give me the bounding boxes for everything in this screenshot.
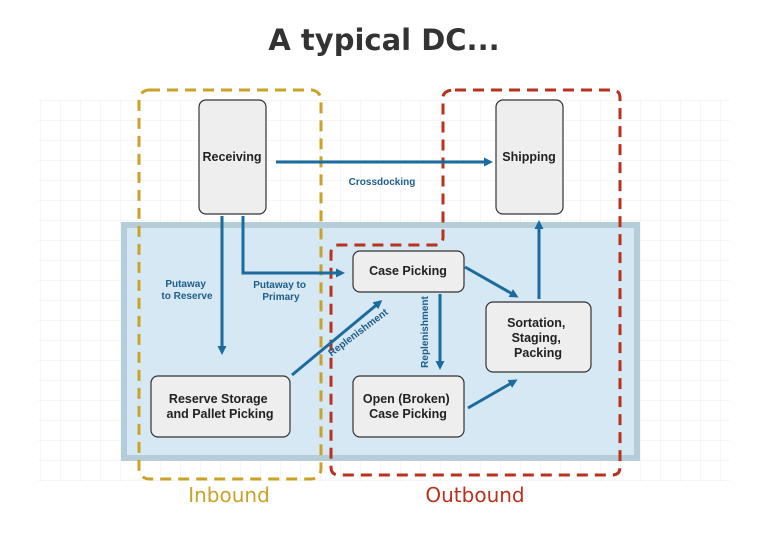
replenishment-diagonal-arrow [291,300,383,377]
outbound-zone-border [329,88,622,477]
sortation-box: Sortation, Staging, Packing [485,301,592,373]
shipping-label: Shipping [502,150,555,164]
putaway-primary-line-2: Primary [262,292,300,303]
sortation-line-2: Staging, [512,331,561,345]
receiving-label: Receiving [202,150,261,164]
putaway-primary-line-1: Putaway to [253,280,306,291]
putaway-reserve-line-2: to Reserve [161,291,213,302]
reserve-storage-line-2: and Pallet Picking [167,407,274,421]
open-case-picking-label: Open (Broken) Case Picking [363,392,453,421]
reserve-storage-box: Reserve Storage and Pallet Picking [150,375,291,438]
open-case-line-1: Open (Broken) [363,392,450,406]
putaway-primary-label: Putaway to Primary [253,280,309,303]
inbound-zone-border [137,88,323,481]
sortation-line-1: Sortation, [507,316,565,330]
shipping-box: Shipping [495,99,564,215]
reserve-storage-line-1: Reserve Storage [169,392,268,406]
sortation-label: Sortation, Staging, Packing [507,316,569,360]
open-case-picking-box: Open (Broken) Case Picking [352,375,465,438]
open-case-line-2: Case Picking [369,407,447,421]
putaway-reserve-label: Putaway to Reserve [161,279,213,302]
receiving-box: Receiving [198,99,267,215]
open-to-sortation-arrow [467,379,518,410]
case-picking-box: Case Picking [352,250,465,293]
crossdocking-label: Crossdocking [349,177,416,188]
outbound-label: Outbound [425,483,524,507]
reserve-storage-label: Reserve Storage and Pallet Picking [167,392,274,421]
page-title: A typical DC... [268,23,499,57]
inbound-label: Inbound [188,483,270,507]
putaway-reserve-line-1: Putaway [165,279,206,290]
case-to-sortation-arrow [464,265,519,298]
replenishment-vertical-label: Replenishment [420,295,431,367]
case-picking-label: Case Picking [369,264,447,278]
putaway-primary-arrow [241,216,345,278]
sortation-line-3: Packing [514,346,562,360]
